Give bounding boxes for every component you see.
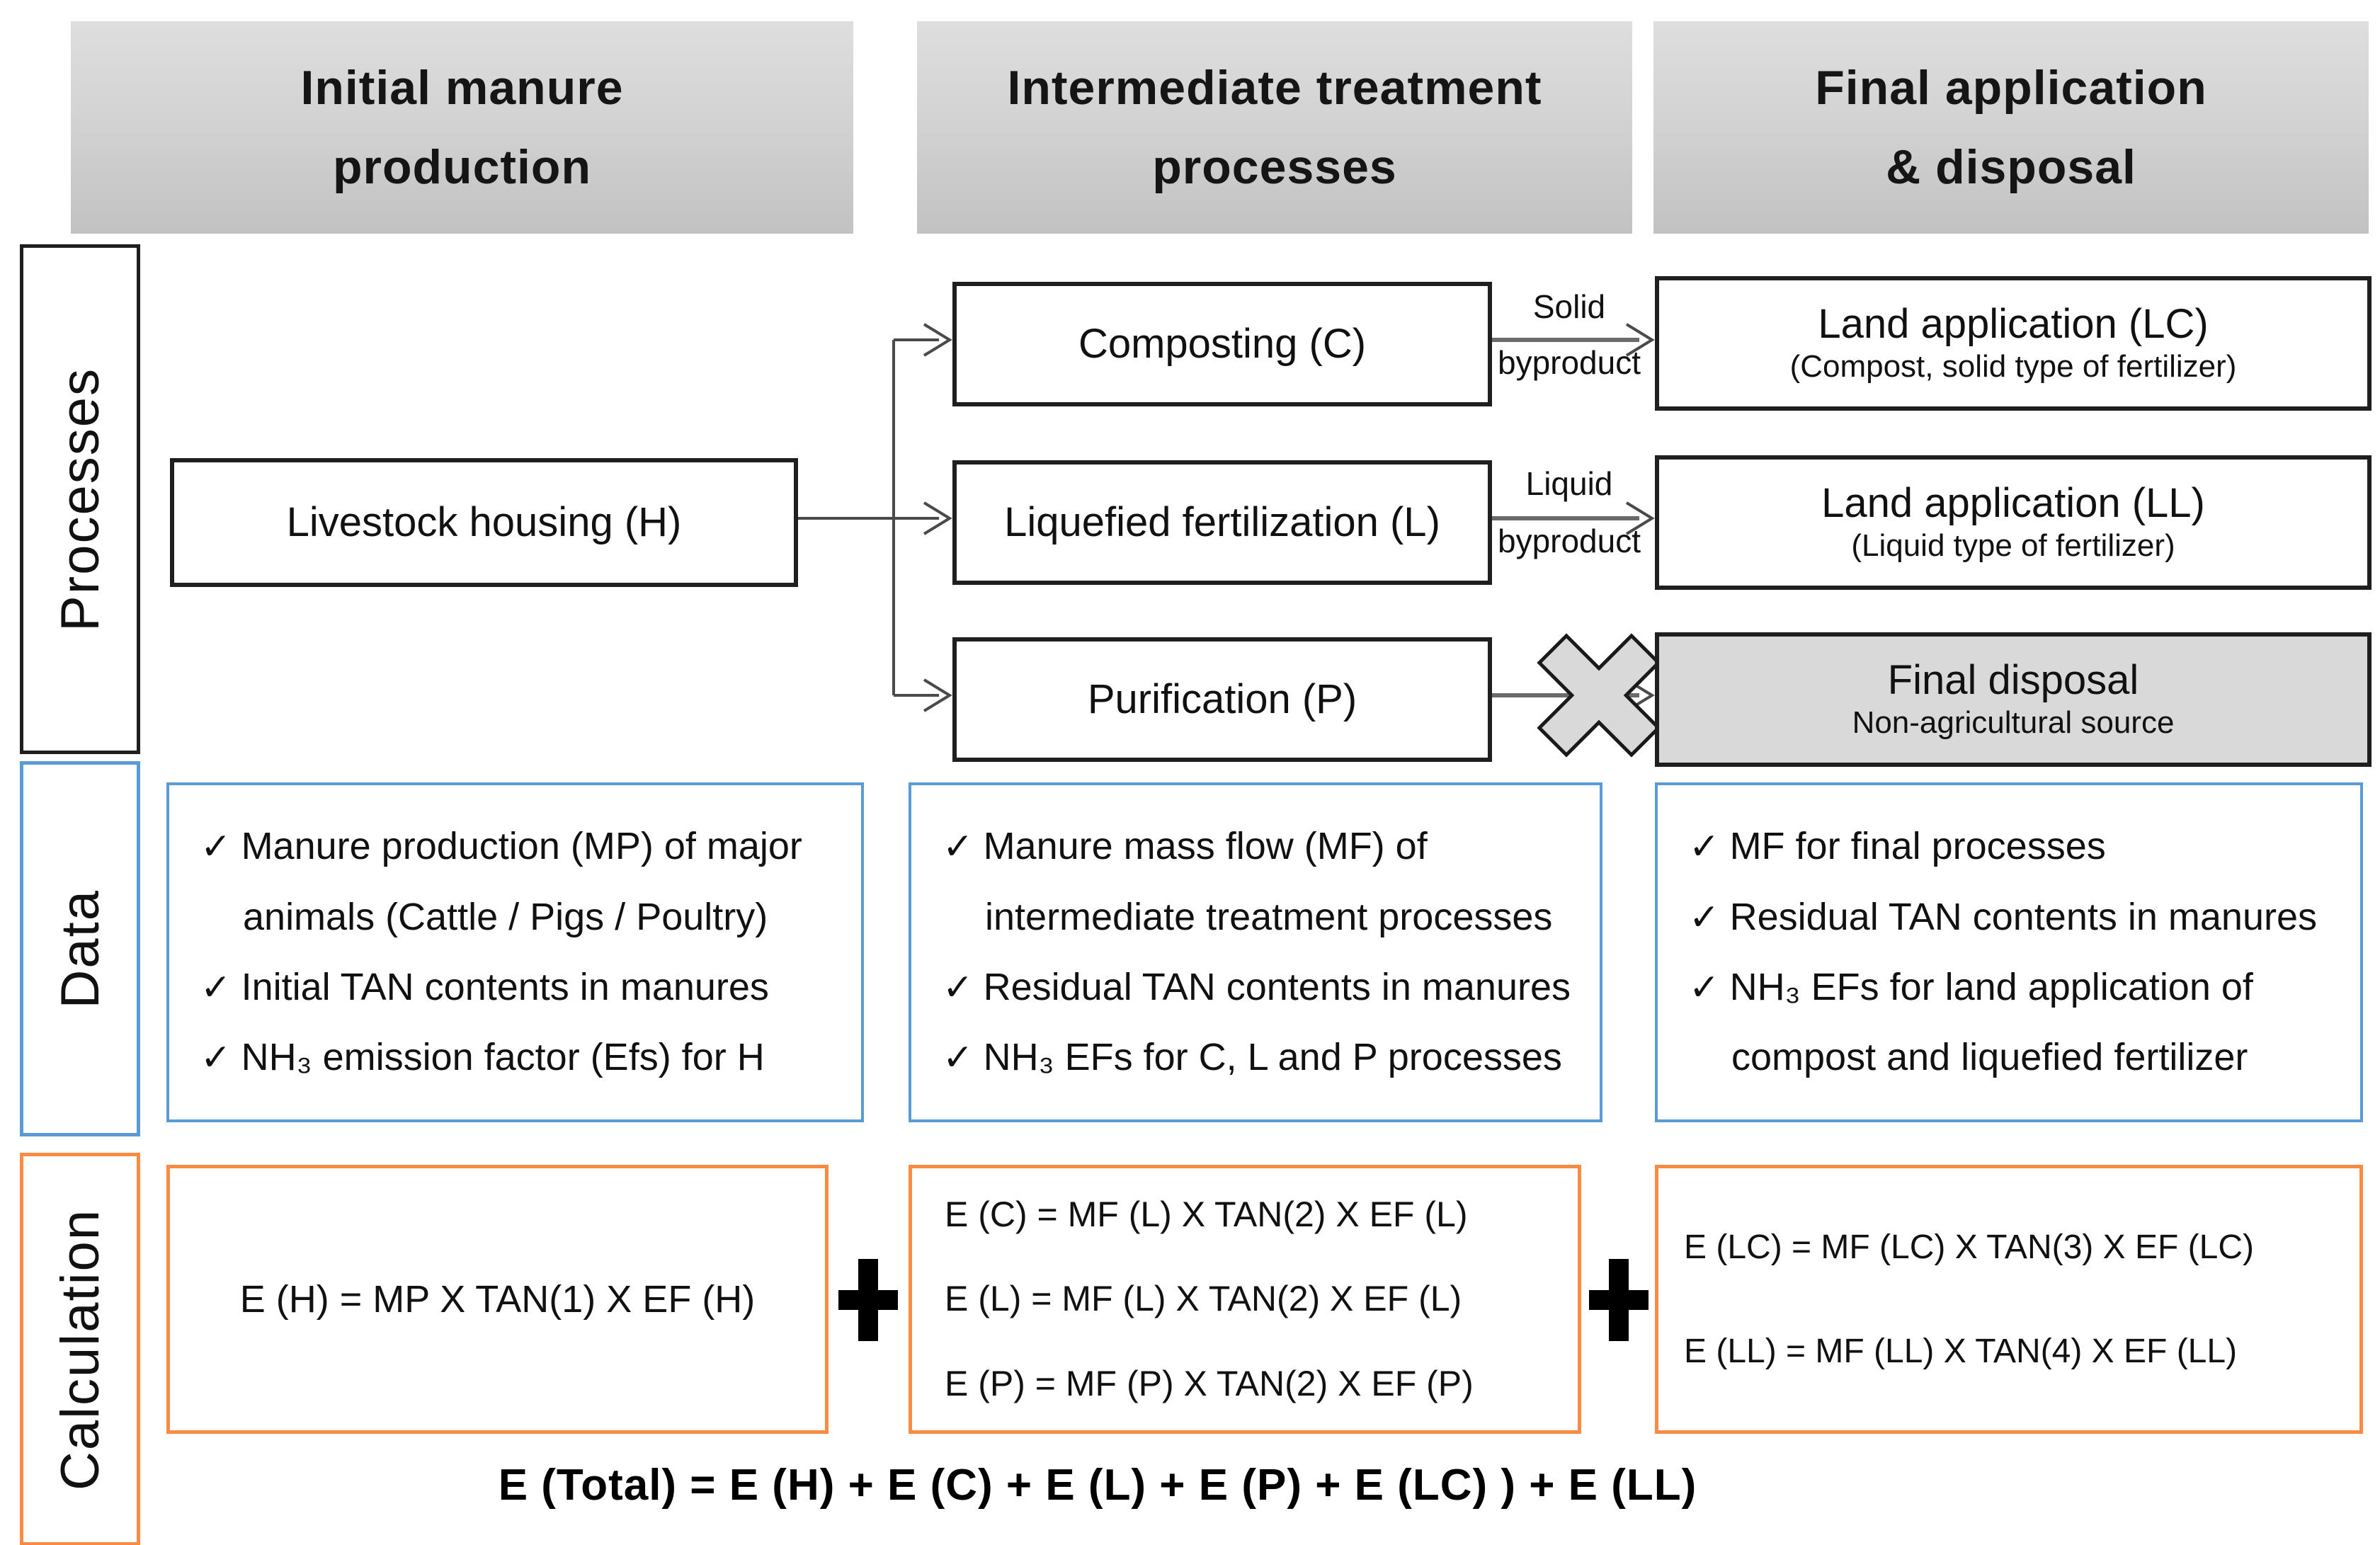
process-box-title: Purification (P) — [1087, 675, 1357, 722]
byproduct-word-bottom: byproduct — [1497, 343, 1641, 381]
data-item-text: NH₃ EFs for land application of — [1729, 966, 2253, 1008]
calc-box-housing: E (H) = MP X TAN(1) X EF (H) — [166, 1165, 829, 1434]
calc-formula: E (LL) = MF (LL) X TAN(4) X EF (LL) — [1684, 1333, 2238, 1370]
arrowhead-liquefied — [923, 501, 952, 535]
process-box-subtitle: (Compost, solid type of fertilizer) — [1789, 348, 2237, 384]
calc-box-final: E (LC) = MF (LC) X TAN(3) X EF (LC) E (L… — [1655, 1165, 2363, 1434]
header-line1: Intermediate treatment — [1007, 61, 1542, 115]
byproduct-word-top: Liquid — [1525, 465, 1613, 502]
byproduct-word-top: Solid — [1532, 288, 1606, 325]
plus-horizontal-bar — [1589, 1290, 1649, 1310]
data-item: ✓ Manure mass flow (MF) of — [943, 825, 1578, 868]
plus-icon — [1585, 1259, 1653, 1341]
data-item-continuation: compost and liquefied fertilizer — [1689, 1036, 2339, 1079]
x-mark-shape — [1537, 633, 1661, 758]
arrowhead-ll — [1625, 501, 1655, 535]
row-label-data: Data — [20, 761, 140, 1136]
calc-formula: E (L) = MF (L) X TAN(2) X EF (L) — [945, 1279, 1462, 1319]
check-icon: ✓ — [1689, 967, 1720, 1008]
header-initial-manure-production: Initial manure production — [71, 21, 853, 234]
process-box-title: Composting (C) — [1078, 320, 1367, 367]
x-mark-icon — [1537, 633, 1661, 758]
arrowhead-purification — [923, 678, 952, 712]
process-box-liquefied-fertilization: Liquefied fertilization (L) — [952, 460, 1492, 585]
process-box-purification: Purification (P) — [952, 637, 1492, 762]
data-item: ✓ Residual TAN contents in manures — [943, 966, 1578, 1008]
process-box-title: Final disposal — [1887, 657, 2139, 704]
process-box-subtitle: Non-agricultural source — [1852, 705, 2175, 740]
plus-horizontal-bar — [838, 1290, 898, 1310]
header-line1: Initial manure — [300, 61, 624, 115]
process-box-title: Liquefied fertilization (L) — [1004, 498, 1440, 545]
header-intermediate-treatment: Intermediate treatment processes — [917, 21, 1632, 234]
row-label-text: Data — [50, 889, 110, 1009]
process-box-subtitle: (Liquid type of fertilizer) — [1851, 528, 2175, 563]
process-box-land-application-lc: Land application (LC) (Compost, solid ty… — [1655, 276, 2372, 411]
data-box-initial: ✓ Manure production (MP) of major animal… — [166, 782, 864, 1122]
data-item-text: Initial TAN contents in manures — [241, 966, 769, 1008]
solid-byproduct-label: Solid byproduct — [1485, 289, 1653, 380]
check-icon: ✓ — [943, 1037, 974, 1079]
data-item-text: Manure mass flow (MF) of — [983, 825, 1428, 868]
data-item: ✓ NH₃ emission factor (Efs) for H — [200, 1036, 840, 1079]
process-box-title: Land application (LL) — [1821, 480, 2205, 527]
data-item: ✓ Residual TAN contents in manures — [1689, 896, 2339, 938]
check-icon: ✓ — [200, 967, 232, 1008]
process-box-final-disposal: Final disposal Non-agricultural source — [1655, 632, 2372, 767]
data-box-final: ✓ MF for final processes ✓ Residual TAN … — [1655, 782, 2363, 1122]
arrowhead-lc — [1625, 323, 1655, 357]
process-box-composting: Composting (C) — [952, 282, 1492, 406]
data-item-text: intermediate treatment processes — [985, 895, 1553, 938]
data-item: ✓ NH₃ EFs for C, L and P processes — [943, 1036, 1578, 1079]
data-item-text: animals (Cattle / Pigs / Poultry) — [243, 895, 768, 938]
row-label-calculation: Calculation — [20, 1153, 140, 1545]
check-icon: ✓ — [943, 826, 974, 868]
row-label-text: Calculation — [50, 1208, 110, 1490]
header-final-application: Final application & disposal — [1653, 21, 2369, 234]
check-icon: ✓ — [200, 826, 232, 868]
header-line2: production — [332, 140, 592, 194]
calc-formula: E (H) = MP X TAN(1) X EF (H) — [239, 1277, 756, 1321]
calc-formula: E (P) = MF (P) X TAN(2) X EF (P) — [945, 1363, 1474, 1403]
byproduct-word-bottom: byproduct — [1497, 522, 1641, 559]
calc-formula: E (LC) = MF (LC) X TAN(3) X EF (LC) — [1684, 1228, 2254, 1266]
process-box-livestock-housing: Livestock housing (H) — [170, 458, 798, 587]
header-line1: Final application — [1815, 61, 2207, 115]
data-item-continuation: animals (Cattle / Pigs / Poultry) — [200, 896, 840, 938]
process-box-land-application-ll: Land application (LL) (Liquid type of fe… — [1655, 455, 2372, 590]
data-item-text: MF for final processes — [1729, 825, 2106, 868]
process-box-title: Livestock housing (H) — [286, 498, 682, 545]
data-item: ✓ MF for final processes — [1689, 825, 2339, 868]
data-item-text: Residual TAN contents in manures — [1729, 895, 2317, 938]
arrowhead-composting — [923, 323, 952, 357]
row-label-processes: Processes — [20, 244, 140, 754]
data-item-continuation: intermediate treatment processes — [943, 896, 1578, 938]
data-item-text: NH₃ EFs for C, L and P processes — [983, 1036, 1562, 1079]
process-box-title: Land application (LC) — [1818, 301, 2209, 348]
row-label-text: Processes — [50, 367, 110, 632]
data-item-text: NH₃ emission factor (Efs) for H — [241, 1036, 765, 1079]
total-emission-formula: E (Total) = E (H) + E (C) + E (L) + E (P… — [498, 1461, 1697, 1510]
header-line2: processes — [1152, 140, 1397, 194]
branch-arrows — [790, 323, 952, 712]
check-icon: ✓ — [943, 967, 974, 1008]
data-item-text: Manure production (MP) of major — [241, 825, 802, 868]
data-item: ✓ NH₃ EFs for land application of — [1689, 966, 2339, 1008]
check-icon: ✓ — [1689, 896, 1720, 938]
plus-icon — [834, 1259, 902, 1341]
calc-formula: E (C) = MF (L) X TAN(2) X EF (L) — [945, 1194, 1468, 1234]
data-box-intermediate: ✓ Manure mass flow (MF) of intermediate … — [909, 782, 1602, 1122]
data-item: ✓ Initial TAN contents in manures — [200, 966, 840, 1008]
data-item-text: compost and liquefied fertilizer — [1731, 1036, 2248, 1079]
data-item: ✓ Manure production (MP) of major — [200, 825, 840, 868]
header-line2: & disposal — [1886, 140, 2136, 194]
calc-box-intermediate: E (C) = MF (L) X TAN(2) X EF (L) E (L) =… — [909, 1165, 1581, 1434]
data-item-text: Residual TAN contents in manures — [983, 966, 1571, 1008]
check-icon: ✓ — [200, 1037, 232, 1079]
liquid-byproduct-label: Liquid byproduct — [1485, 466, 1653, 559]
check-icon: ✓ — [1689, 826, 1720, 868]
